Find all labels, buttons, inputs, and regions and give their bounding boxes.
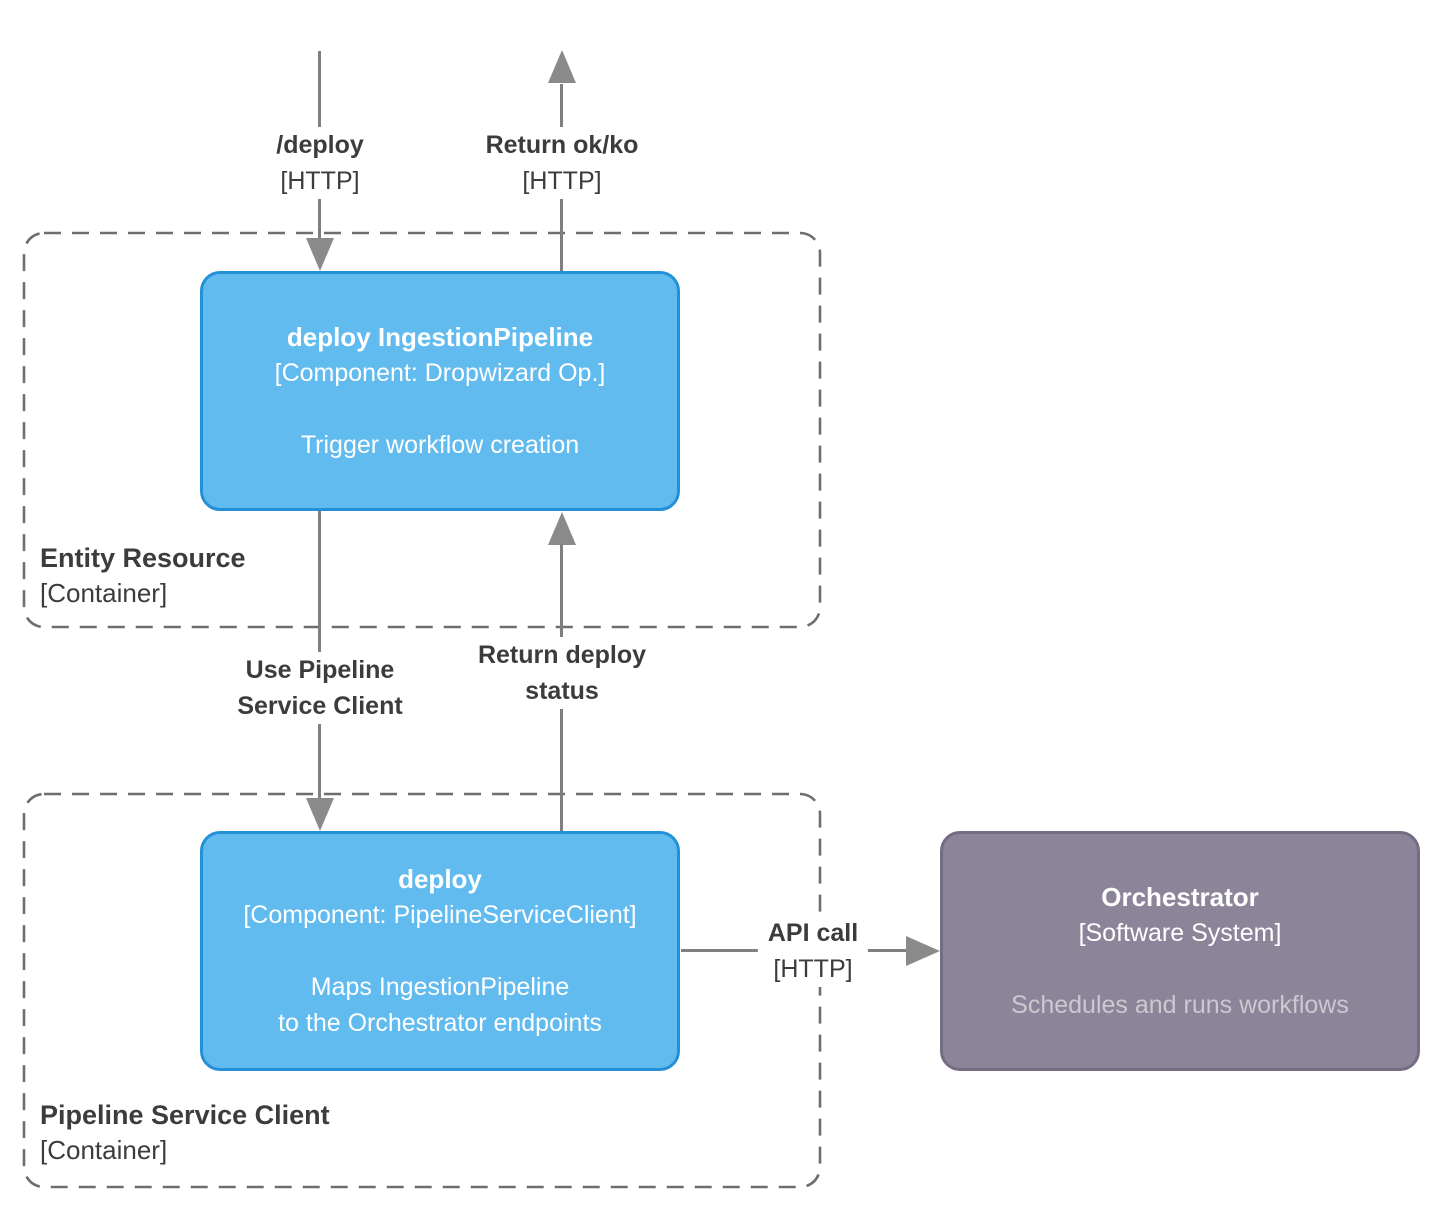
entity-resource-container-label: Entity Resource [Container] [40, 541, 246, 611]
component-title: deploy IngestionPipeline [286, 322, 594, 352]
api-call-arrowhead-right-icon [906, 936, 940, 966]
component-meta: [Component: Dropwizard Op.] [274, 359, 606, 387]
component-meta: [Component: PipelineServiceClient] [243, 901, 637, 929]
deploy-request-arrowhead-down-icon [306, 238, 334, 271]
return-deploy-status-arrowhead-up-icon [548, 512, 576, 545]
return-ok-ko-label: Return ok/ko [HTTP] [475, 127, 649, 199]
use-pipeline-service-client-arrowhead-down-icon [306, 798, 334, 831]
use-pipeline-service-client-label: Use Pipeline Service Client [227, 652, 413, 724]
relationship-technology: [HTTP] [280, 167, 360, 195]
external-system-orchestrator: Orchestrator [Software System] Schedules… [940, 831, 1420, 1071]
pipeline-service-client-container-label: Pipeline Service Client [Container] [40, 1098, 330, 1168]
relationship-label: Service Client [237, 692, 403, 720]
api-call-label: API call [HTTP] [757, 915, 869, 987]
external-system-title: Orchestrator [1101, 882, 1259, 912]
relationship-label: Return ok/ko [485, 131, 639, 159]
relationship-label: API call [767, 919, 859, 947]
relationship-technology: [HTTP] [773, 955, 853, 983]
relationship-label: Return deploy [477, 641, 647, 669]
relationship-technology: [HTTP] [522, 167, 602, 195]
external-system-meta: [Software System] [1078, 919, 1282, 947]
container-name: Pipeline Service Client [40, 1100, 330, 1130]
component-description: Maps IngestionPipeline [310, 973, 570, 1001]
component-deploy-ingestion-pipeline: deploy IngestionPipeline [Component: Dro… [200, 271, 680, 511]
component-description: to the Orchestrator endpoints [278, 1009, 602, 1037]
component-deploy-pipeline-service-client: deploy [Component: PipelineServiceClient… [200, 831, 680, 1071]
deploy-request-label: /deploy [HTTP] [266, 127, 374, 199]
relationship-label: Use Pipeline [245, 656, 395, 684]
relationship-label: /deploy [276, 131, 364, 159]
external-system-description: Schedules and runs workflows [1011, 991, 1349, 1019]
return-deploy-status-label: Return deploy status [467, 637, 657, 709]
return-ok-ko-arrowhead-up-icon [548, 50, 576, 83]
container-type: [Container] [40, 1135, 168, 1165]
relationship-label: status [525, 677, 599, 705]
container-name: Entity Resource [40, 543, 246, 573]
component-description: Trigger workflow creation [300, 431, 580, 459]
container-type: [Container] [40, 578, 168, 608]
component-title: deploy [398, 864, 482, 894]
